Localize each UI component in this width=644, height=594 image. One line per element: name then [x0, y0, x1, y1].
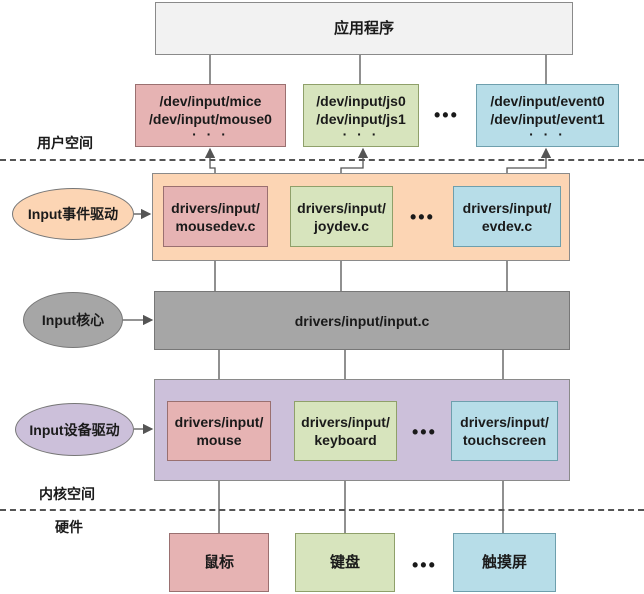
- node-line: /dev/input/mouse0: [149, 110, 272, 127]
- event-driver-label: Input事件驱动: [27, 206, 119, 222]
- node-more: · · ·: [342, 125, 380, 142]
- kernel-hardware-separator: [0, 509, 644, 511]
- user-ellipsis: •••: [434, 105, 459, 125]
- driver-evdev: drivers/input/ evdev.c: [453, 186, 561, 247]
- driver-joydev: drivers/input/ joydev.c: [290, 186, 393, 247]
- driver-line: drivers/input/: [460, 414, 549, 430]
- node-line: /dev/input/js0: [316, 92, 406, 109]
- driver-touchscreen: drivers/input/ touchscreen: [451, 401, 558, 461]
- driver-line: evdev.c: [481, 217, 533, 234]
- hardware-item: 触摸屏: [481, 553, 527, 571]
- app-label: 应用程序: [333, 19, 394, 37]
- user-kernel-separator: [0, 159, 644, 161]
- hardware-item: 键盘: [329, 553, 360, 571]
- core-label: Input核心: [41, 312, 105, 328]
- device-node-js: /dev/input/js0 /dev/input/js1 · · ·: [303, 84, 419, 147]
- device-driver-oval: Input设备驱动: [15, 403, 134, 456]
- hardware-item: 鼠标: [203, 553, 234, 571]
- hardware-label: 硬件: [55, 519, 83, 535]
- driver-line: drivers/input/: [297, 199, 386, 216]
- driver-mouse: drivers/input/ mouse: [167, 401, 271, 461]
- event-ellipsis: •••: [410, 207, 435, 227]
- core-oval: Input核心: [23, 292, 123, 348]
- app-box: 应用程序: [155, 2, 573, 55]
- hardware-ellipsis: •••: [412, 555, 437, 575]
- driver-line: touchscreen: [462, 432, 547, 448]
- driver-keyboard: drivers/input/ keyboard: [294, 401, 397, 461]
- user-space-label: 用户空间: [37, 135, 93, 151]
- node-more: · · ·: [529, 125, 566, 142]
- device-node-event: /dev/input/event0 /dev/input/event1 · · …: [476, 84, 619, 147]
- driver-line: drivers/input/: [301, 414, 390, 430]
- event-driver-oval: Input事件驱动: [12, 188, 134, 240]
- node-line: /dev/input/event0: [490, 92, 605, 109]
- hardware-touchscreen: 触摸屏: [453, 533, 556, 592]
- driver-line: mousedev.c: [175, 217, 256, 234]
- hardware-mouse: 鼠标: [169, 533, 269, 592]
- device-ellipsis: •••: [412, 422, 437, 442]
- driver-line: drivers/input/: [174, 414, 264, 430]
- driver-line: mouse: [196, 432, 242, 448]
- node-line: /dev/input/js1: [316, 110, 406, 127]
- device-node-mice: /dev/input/mice /dev/input/mouse0 · · ·: [135, 84, 286, 147]
- kernel-space-label: 内核空间: [39, 486, 95, 502]
- node-more: · · ·: [192, 125, 229, 142]
- driver-mousedev: drivers/input/ mousedev.c: [163, 186, 268, 247]
- driver-line: drivers/input/: [171, 199, 260, 216]
- core-box: drivers/input/input.c: [154, 291, 570, 350]
- core-file: drivers/input/input.c: [294, 312, 430, 329]
- node-line: /dev/input/event1: [490, 110, 605, 127]
- driver-line: joydev.c: [314, 217, 369, 234]
- driver-line: drivers/input/: [462, 199, 552, 216]
- driver-line: keyboard: [314, 432, 377, 448]
- node-line: /dev/input/mice: [159, 92, 262, 109]
- hardware-keyboard: 键盘: [295, 533, 395, 592]
- device-driver-label: Input设备驱动: [29, 421, 120, 438]
